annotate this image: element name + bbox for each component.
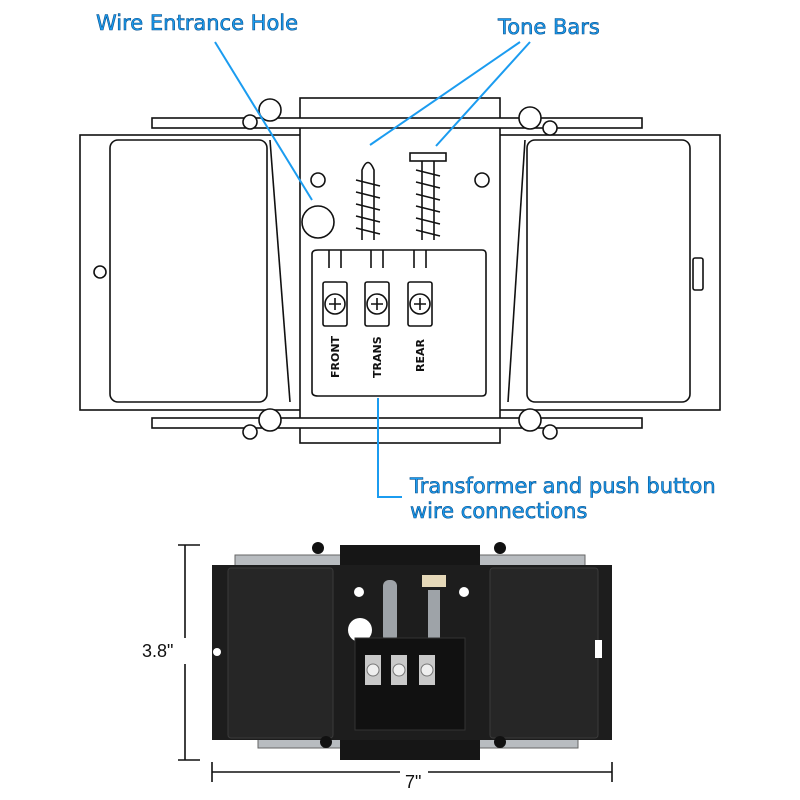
wire-hole-leader [214, 41, 313, 201]
tone-bar-front [355, 161, 381, 240]
nut-icons [242, 98, 558, 440]
wire-hole-label: Wire Entrance Hole [96, 11, 298, 35]
right-cover [526, 139, 691, 403]
terminal-label: TRANS [371, 336, 384, 378]
connections-leader [377, 398, 402, 498]
tone-bar-leader-1 [369, 41, 521, 146]
tone-bar-photo-1 [383, 580, 397, 642]
terminal-trans: TRANS [364, 250, 390, 378]
wire-entrance-hole [301, 205, 335, 239]
terminal-label: FRONT [329, 335, 342, 378]
connections-label-2: wire connections [410, 499, 587, 523]
terminal-label: REAR [414, 339, 427, 372]
terminal-front: FRONT [322, 250, 348, 378]
top-bar [151, 117, 643, 129]
tone-bar-photo-2 [428, 590, 440, 642]
bottom-bar [151, 417, 643, 429]
tone-bar-leader-2 [435, 41, 531, 147]
height-dimension [160, 544, 210, 761]
chime-photo [212, 542, 612, 760]
left-cover-photo [227, 567, 334, 739]
tone-bar-rear [409, 152, 447, 240]
chime-line-drawing: FRONT TRANS REAR [79, 97, 721, 444]
connections-label-1: Transformer and push button [409, 474, 716, 498]
terminal-block [311, 249, 487, 397]
right-cover-photo [489, 567, 599, 739]
left-cover [109, 139, 268, 403]
right-slot [692, 257, 704, 291]
terminal-rear: REAR [407, 250, 433, 372]
height-label: 3.8" [142, 641, 173, 661]
left-hole-icon [93, 265, 107, 279]
tone-bars-label: Tone Bars [497, 15, 600, 39]
width-dimension [211, 762, 613, 786]
width-label: 7" [405, 772, 421, 792]
